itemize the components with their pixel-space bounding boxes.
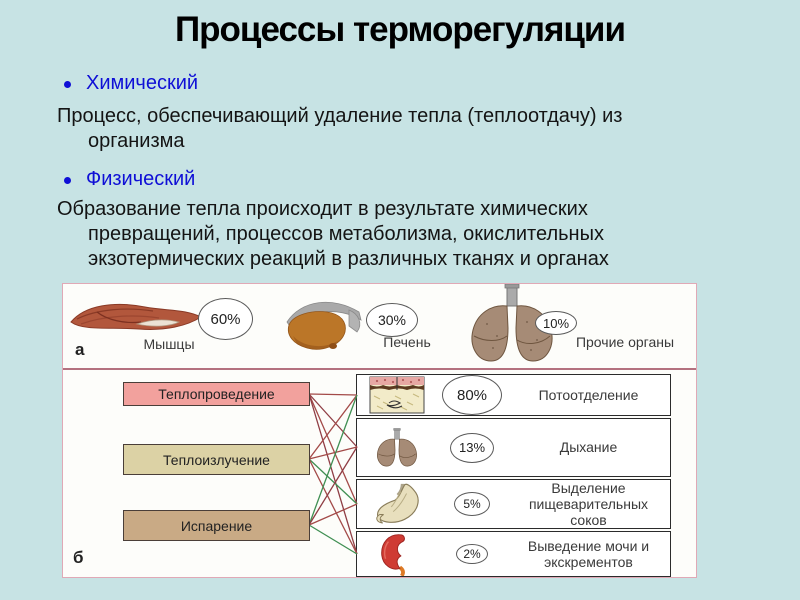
mechanism-conduction-box: Теплопроведение bbox=[123, 382, 310, 406]
breathing-percent-badge: 13% bbox=[450, 432, 494, 463]
lungs-illustration bbox=[471, 284, 553, 362]
connection-lines bbox=[308, 393, 358, 555]
lungs-small-illustration bbox=[377, 427, 417, 466]
liver-percent-badge: 30% bbox=[366, 303, 418, 337]
muscles-percent-badge: 60% bbox=[198, 298, 253, 340]
section-divider bbox=[63, 368, 696, 370]
stomach-cell bbox=[357, 482, 437, 526]
lungs-cell bbox=[357, 422, 437, 474]
skin-illustration bbox=[369, 376, 425, 414]
thermoregulation-diagram: 60% Мышцы 30% Печень bbox=[62, 283, 697, 578]
stomach-illustration bbox=[376, 483, 419, 524]
pathway-row-excretion: 2% Выведение мочи и экскрементов bbox=[356, 531, 671, 577]
bullet-dot-icon bbox=[64, 177, 71, 184]
bullet-chemical-label: Химический bbox=[86, 72, 199, 94]
section-heat-loss: Теплопроведение Теплоизлучение Испарение bbox=[63, 370, 696, 577]
breathing-label: Дыхание bbox=[559, 439, 618, 456]
paragraph-heat-production: Образование тепла происходит в результат… bbox=[57, 198, 609, 270]
other-organs-percent-badge: 10% bbox=[535, 311, 577, 335]
muscles-label: Мышцы bbox=[143, 336, 195, 352]
bullet-item-chemical: Химический bbox=[64, 72, 198, 95]
kidney-illustration bbox=[381, 534, 405, 576]
liver-label: Печень bbox=[383, 334, 431, 350]
paragraph-heat-removal: Процесс, обеспечивающий удаление тепла (… bbox=[57, 105, 623, 152]
bullet-item-physical: Физический bbox=[64, 168, 195, 191]
bullet-physical-label: Физический bbox=[86, 168, 196, 190]
section-heat-production: 60% Мышцы 30% Печень bbox=[63, 284, 696, 368]
pathway-row-breathing: 13% Дыхание bbox=[356, 418, 671, 477]
liver-illustration bbox=[286, 301, 362, 350]
other-organs-label: Прочие органы bbox=[575, 334, 675, 350]
section-a-marker: а bbox=[75, 340, 85, 359]
digestive-label: Выделение пищеварительных соков bbox=[528, 479, 649, 529]
pathway-row-digestive-juices: 5% Выделение пищеварительных соков bbox=[356, 479, 671, 529]
sweating-percent-badge: 80% bbox=[442, 375, 502, 415]
excretion-label: Выведение мочи и экскрементов bbox=[527, 537, 650, 570]
skin-cell bbox=[357, 376, 437, 414]
kidney-cell bbox=[357, 532, 437, 576]
excretion-percent-badge: 2% bbox=[456, 544, 488, 564]
digestive-percent-badge: 5% bbox=[454, 492, 490, 516]
mechanism-evaporation-box: Испарение bbox=[123, 510, 310, 541]
slide-title: Процессы терморегуляции bbox=[175, 10, 626, 49]
pathway-row-sweating: 80% Потоотделение bbox=[356, 374, 671, 416]
mechanism-radiation-box: Теплоизлучение bbox=[123, 444, 310, 475]
section-b-marker: б bbox=[73, 548, 84, 567]
heat-loss-pathways: 80% Потоотделение bbox=[356, 370, 671, 579]
bullet-dot-icon bbox=[64, 81, 71, 88]
sweating-label: Потоотделение bbox=[538, 386, 639, 403]
